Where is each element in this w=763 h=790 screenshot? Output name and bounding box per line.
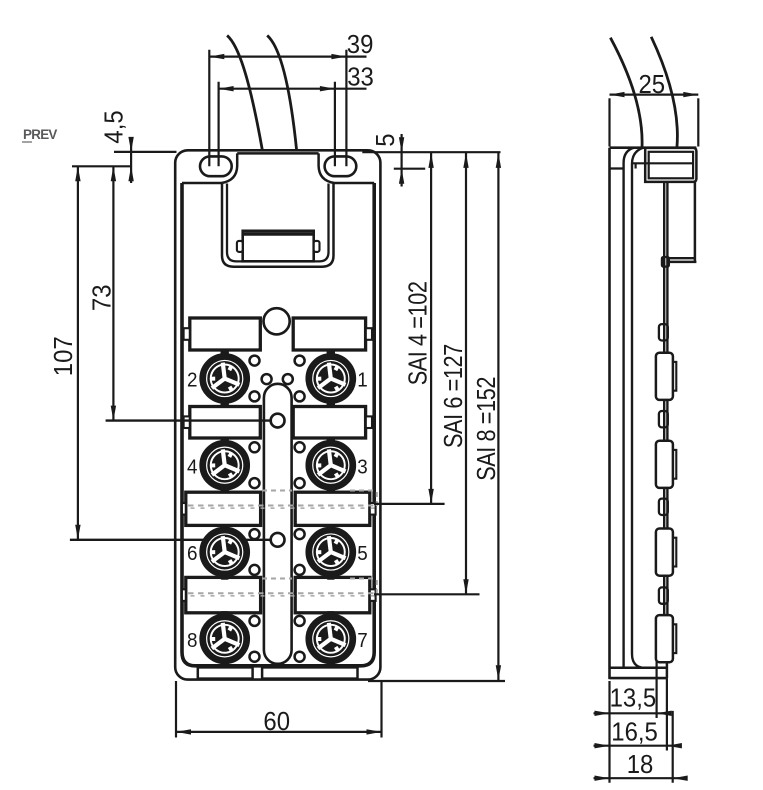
svg-text:13,5: 13,5 [610,683,657,712]
svg-text:107: 107 [49,336,78,376]
svg-text:8: 8 [187,629,198,652]
svg-text:5: 5 [371,133,400,146]
svg-text:4: 4 [187,456,198,479]
svg-text:25: 25 [639,70,666,99]
svg-text:2: 2 [187,369,197,392]
svg-text:6: 6 [187,543,198,566]
svg-text:4,5: 4,5 [99,110,128,143]
svg-text:33: 33 [347,63,374,92]
svg-text:73: 73 [88,284,117,311]
svg-text:60: 60 [263,707,290,736]
svg-text:SAI 6 =127: SAI 6 =127 [439,344,468,448]
svg-text:3: 3 [357,456,368,479]
svg-text:5: 5 [357,543,368,566]
svg-text:39: 39 [347,30,374,59]
svg-text:1: 1 [357,369,367,392]
svg-text:18: 18 [627,750,654,779]
svg-text:SAI 4 =102: SAI 4 =102 [404,281,433,385]
svg-text:16,5: 16,5 [611,718,658,747]
svg-text:7: 7 [357,629,367,652]
svg-text:SAI 8 =152: SAI 8 =152 [472,377,501,481]
